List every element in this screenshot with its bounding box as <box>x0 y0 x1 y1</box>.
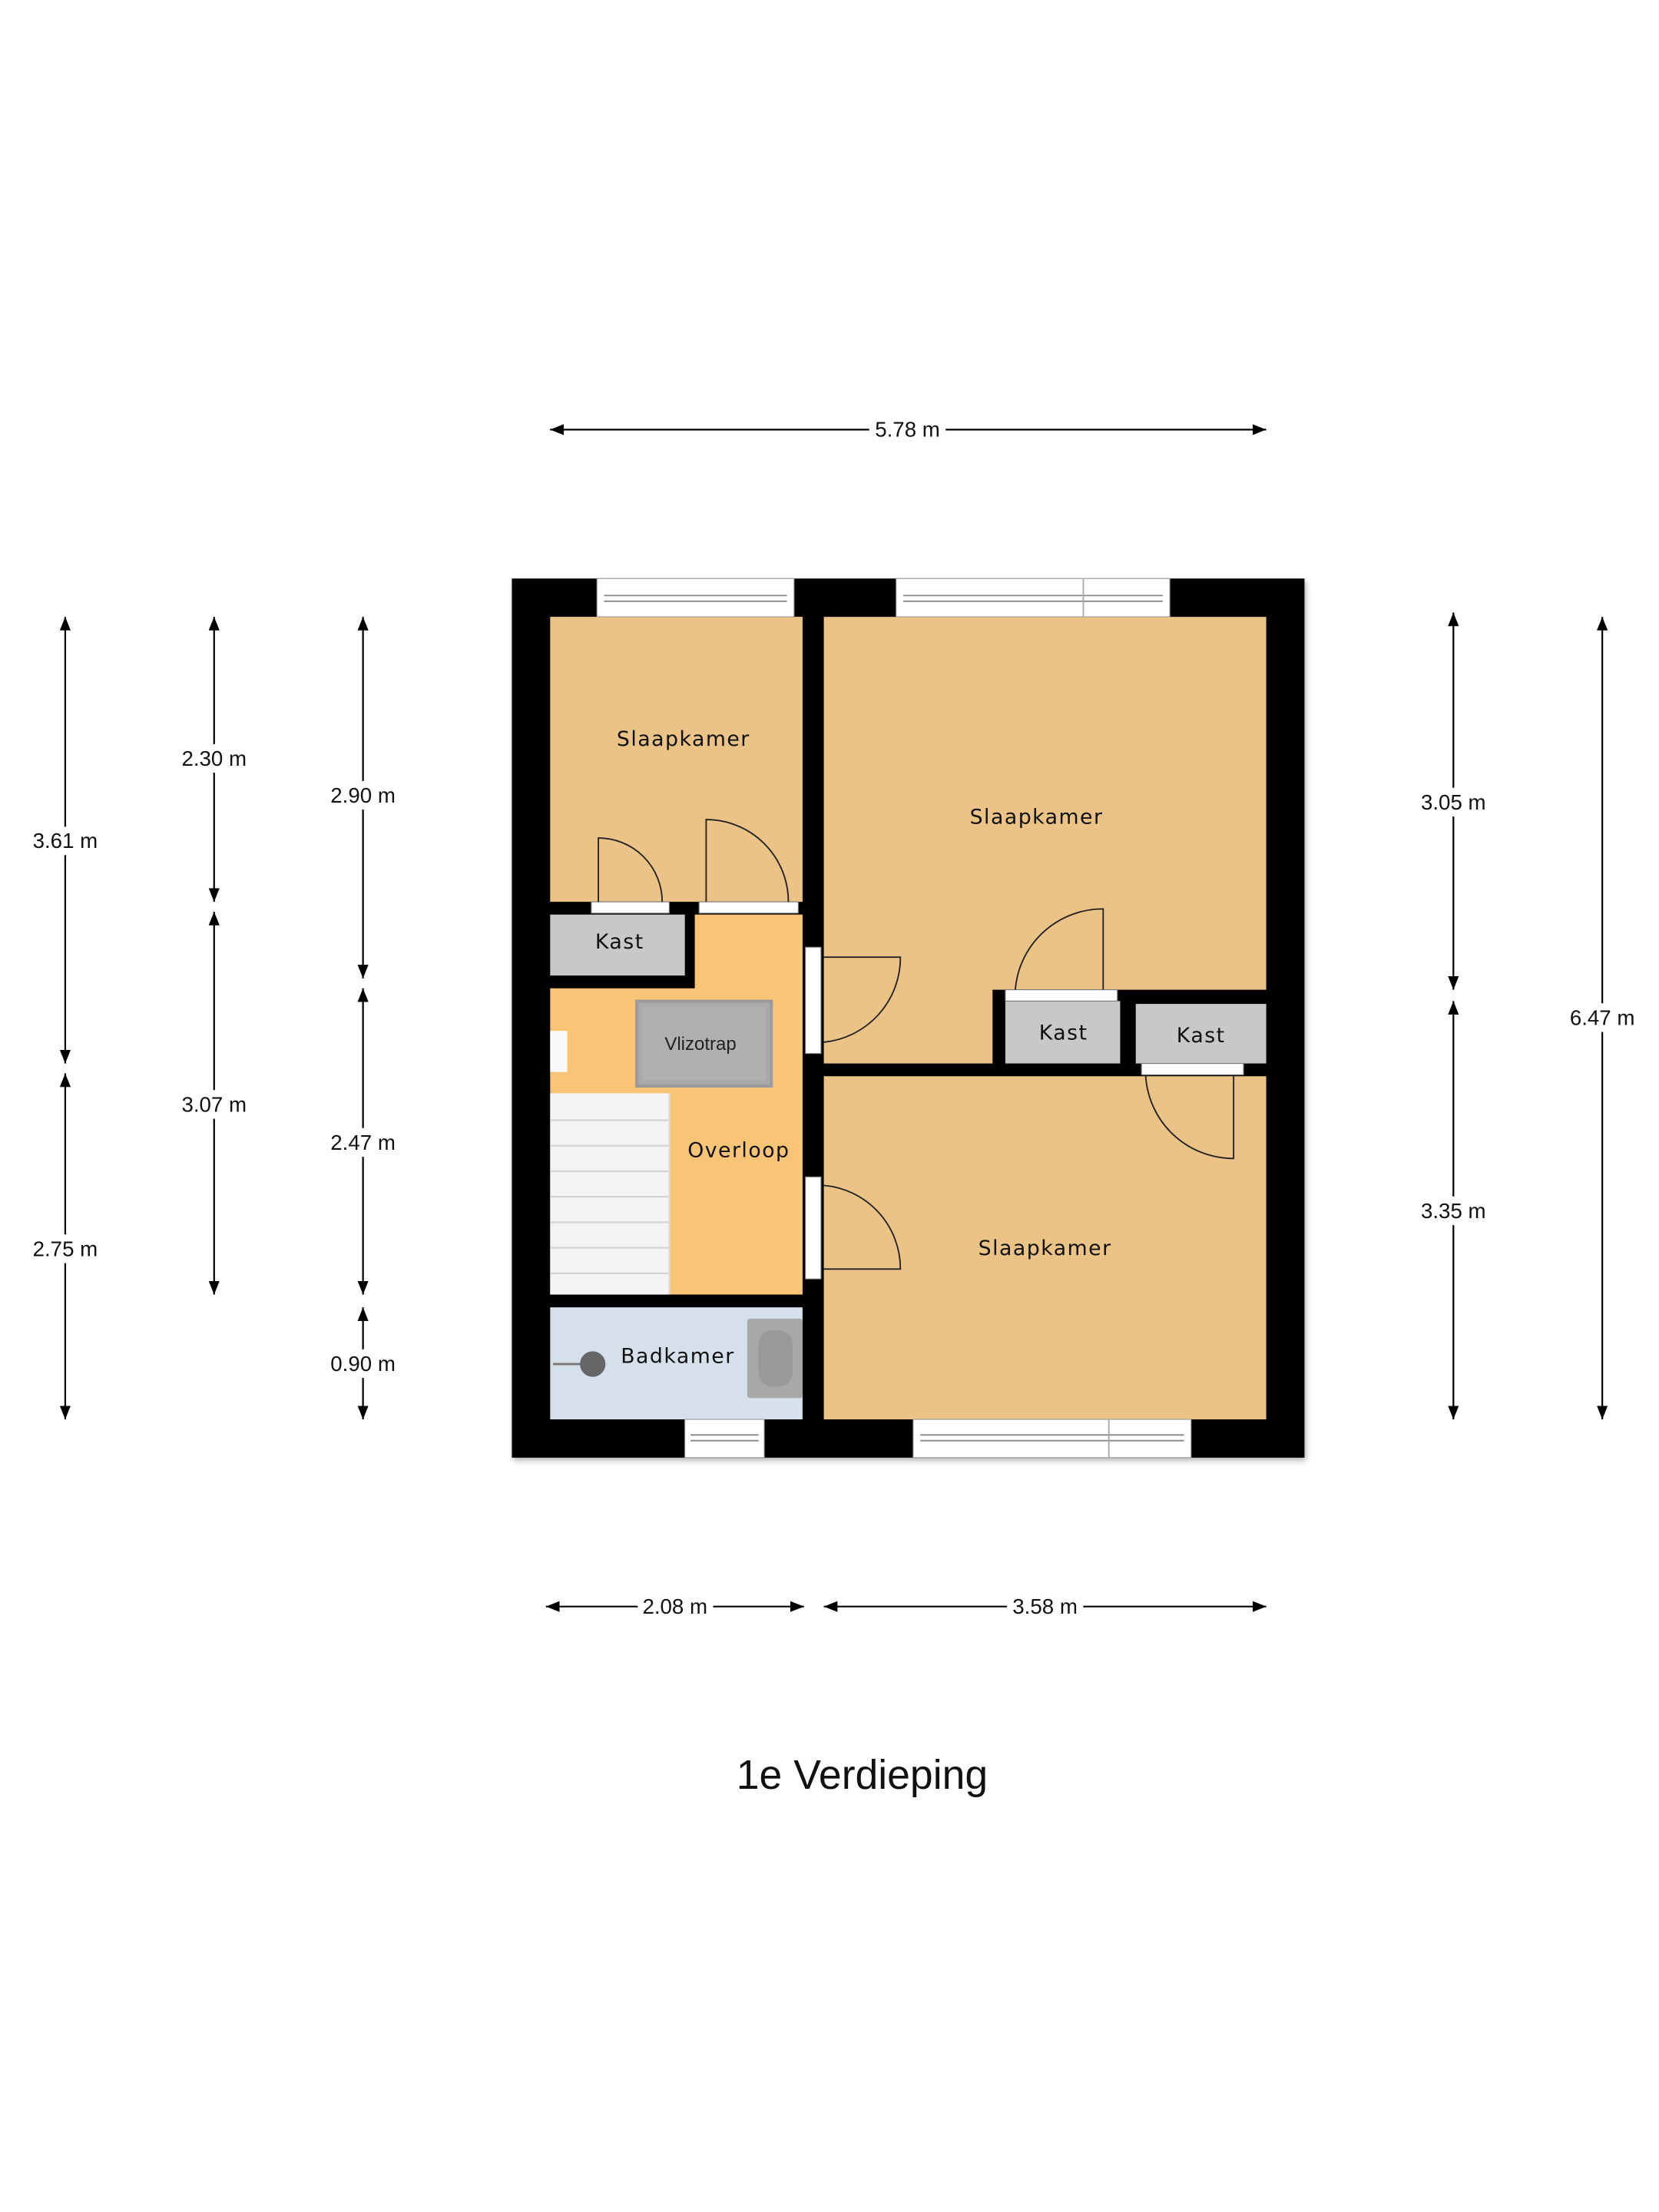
dim-left-inner-bottom: 0.90 m <box>330 1352 396 1376</box>
room-label-attic-ladder: Vlizotrap <box>664 1034 736 1055</box>
room-label-bathroom: Badkamer <box>621 1344 734 1368</box>
bedroom-top-right <box>823 617 1267 1064</box>
door-frames <box>591 901 1244 1280</box>
dim-left-inner-middle: 2.47 m <box>330 1131 396 1154</box>
dim-left-outer-bottom: 2.75 m <box>33 1237 98 1261</box>
dim-left-inner-top: 2.90 m <box>330 783 396 807</box>
windows <box>596 578 1192 1459</box>
sink-icon <box>747 1318 803 1399</box>
dimension-lines <box>59 424 1608 1612</box>
dim-left-mid-bottom: 3.07 m <box>181 1092 247 1116</box>
room-label-closet-middle: Kast <box>1039 1021 1088 1045</box>
door-swings <box>598 819 1235 1270</box>
room-label-bedroom-bottom-right: Slaapkamer <box>979 1237 1112 1260</box>
room-label-closet-right: Kast <box>1177 1024 1226 1048</box>
staircase <box>550 1093 671 1295</box>
room-label-closet-left: Kast <box>595 930 644 954</box>
dim-left-mid-top: 2.30 m <box>181 747 247 770</box>
dim-bottom-left-width: 2.08 m <box>642 1594 707 1618</box>
dim-top-total-width: 5.78 m <box>875 418 940 442</box>
room-label-landing: Overloop <box>687 1139 790 1163</box>
closet-right <box>1135 1004 1267 1064</box>
floor-title: 1e Verdieping <box>737 1753 988 1798</box>
room-label-bedroom-top-right: Slaapkamer <box>970 806 1104 830</box>
dim-bottom-right-width: 3.58 m <box>1012 1594 1078 1618</box>
closet-middle <box>1005 1001 1121 1064</box>
dim-right-inner-top: 3.05 m <box>1421 790 1486 814</box>
room-label-bedroom-top-left: Slaapkamer <box>617 727 750 751</box>
dim-right-outer-total: 6.47 m <box>1570 1006 1635 1030</box>
closet-left <box>550 914 685 976</box>
dim-right-inner-bottom: 3.35 m <box>1421 1199 1486 1223</box>
bedroom-top-left <box>550 617 803 902</box>
shower-icon <box>553 1351 606 1377</box>
wall-fixture <box>550 1031 568 1072</box>
attic-ladder-inner <box>642 1006 766 1081</box>
dim-left-outer-top: 3.61 m <box>33 829 98 853</box>
